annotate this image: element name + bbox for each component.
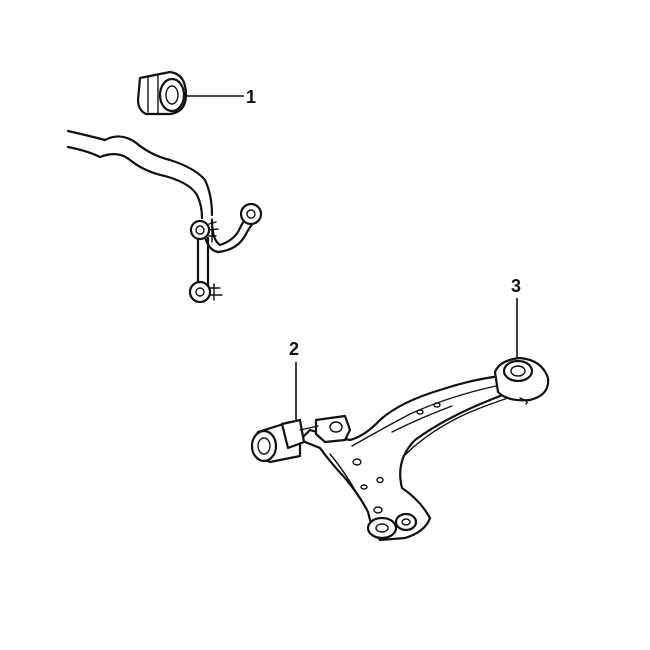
rear-bushing xyxy=(493,356,550,405)
stabilizer-link xyxy=(188,218,223,304)
lower-control-arm xyxy=(298,374,509,542)
callout-2: 2 xyxy=(289,339,299,359)
stabilizer-bar xyxy=(66,129,263,254)
stabilizer-bushing xyxy=(136,70,188,116)
callout-1: 1 xyxy=(246,87,256,107)
front-bushing xyxy=(250,414,352,464)
callout-3: 3 xyxy=(511,276,521,296)
